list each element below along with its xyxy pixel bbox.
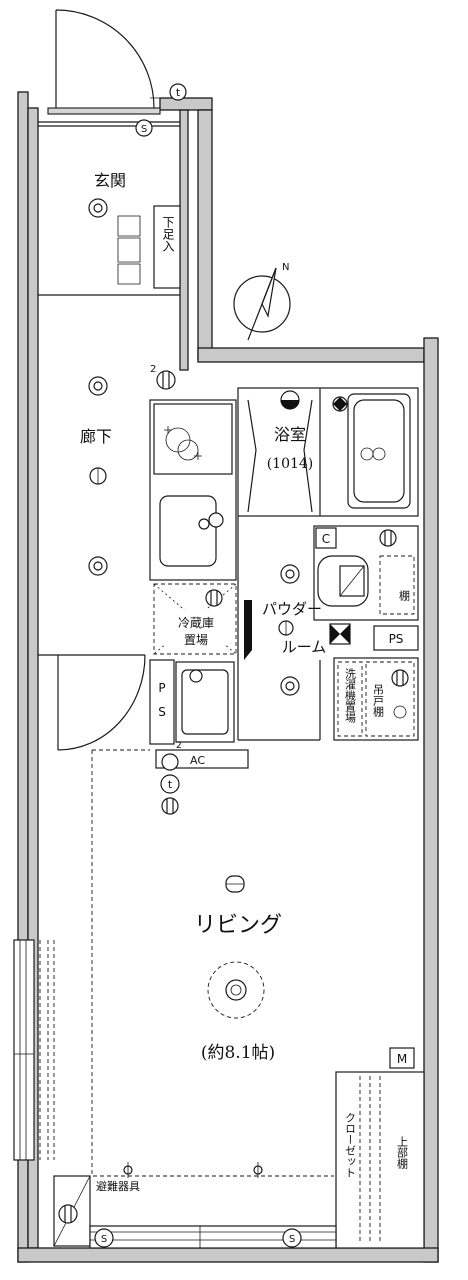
sliding-door-icon	[244, 600, 252, 660]
wash-basin	[175, 661, 235, 743]
living-door	[38, 654, 146, 751]
room-label-powder-1: パウダー	[262, 600, 322, 618]
breaker-box-icon	[329, 623, 351, 645]
svg-text:置場: 置場	[184, 633, 208, 647]
switch-bottom-right: S	[282, 1228, 302, 1248]
svg-text:2: 2	[176, 741, 182, 751]
ceiling-light-icon	[88, 376, 108, 396]
svg-text:S: S	[101, 1234, 107, 1245]
svg-text:2: 2	[150, 364, 156, 375]
svg-text:吊戸棚: 吊戸棚	[372, 684, 385, 718]
ps-shaft-left: P S PS	[0, 0, 175, 745]
switch-bottom-left: S	[94, 1228, 114, 1248]
svg-text:クローゼット: クローゼット	[344, 1112, 357, 1178]
svg-text:N: N	[282, 262, 289, 273]
ceiling-light-icon	[280, 676, 300, 696]
downlight-icon	[225, 875, 245, 893]
svg-text:冷蔵庫: 冷蔵庫	[178, 616, 214, 630]
svg-text:下足入: 下足入	[161, 216, 175, 252]
washer-space: 洗濯機置場 吊戸棚	[333, 657, 419, 741]
toilet-shelf: 棚	[379, 555, 415, 615]
sink-icon	[159, 495, 224, 567]
svg-text:S: S	[141, 124, 147, 135]
walls	[17, 91, 439, 1263]
svg-text:t: t	[176, 86, 181, 99]
svg-text:S: S	[158, 705, 166, 719]
ceiling-light-icon	[88, 556, 108, 576]
north-arrow-icon: N	[233, 262, 291, 341]
room-label-hallway: 廊下	[80, 427, 112, 446]
ac-unit: 2 AC	[155, 741, 249, 771]
svg-text:C: C	[322, 532, 330, 546]
svg-text:P: P	[158, 681, 165, 695]
meter-box: M	[389, 1047, 415, 1069]
fridge-space: 冷蔵庫 置場	[153, 583, 237, 655]
downlight-icon	[89, 467, 107, 485]
ceiling-light-icon	[207, 961, 265, 1019]
svg-text:AC: AC	[190, 754, 205, 767]
ceiling-light-icon	[280, 564, 300, 584]
c-label: C	[315, 527, 337, 549]
living-size: (約8.1帖)	[201, 1043, 275, 1063]
ceiling-light-icon	[88, 198, 108, 218]
closet: クローゼット 上部棚	[335, 1071, 425, 1249]
svg-text:上部棚: 上部棚	[396, 1136, 409, 1170]
switch-top: S	[135, 119, 153, 137]
svg-text:PS: PS	[389, 632, 404, 646]
room-label-powder-2: ルーム	[282, 638, 327, 656]
bathroom-walls	[237, 387, 419, 517]
tv-outlet-mid: t	[160, 774, 180, 815]
tv-outlet-top: t	[169, 83, 187, 101]
ps-shaft-right: PS	[373, 625, 419, 651]
outlet-hall: 2	[150, 364, 176, 390]
downlight-icon	[278, 620, 294, 636]
bathtub-icon	[347, 393, 411, 509]
svg-text:t: t	[168, 778, 173, 791]
room-label-bathroom: 浴室	[274, 425, 306, 444]
living-boundary	[91, 749, 334, 1177]
outlet-living	[123, 1162, 263, 1178]
svg-text:避難器具: 避難器具	[96, 1179, 140, 1193]
room-label-entrance: 玄関	[94, 171, 126, 190]
bath-light	[332, 396, 348, 412]
smoke-detector-icon	[280, 390, 300, 410]
svg-text:洗濯機置場: 洗濯機置場	[344, 668, 357, 724]
toilet-walls	[313, 525, 419, 621]
svg-text:S: S	[289, 1234, 295, 1245]
svg-text:M: M	[397, 1052, 407, 1066]
bathroom-size: (1014)	[267, 456, 314, 472]
svg-text:PS: PS	[0, 0, 2, 1]
room-label-living: リビング	[194, 913, 282, 938]
stove-icon	[164, 426, 202, 461]
evacuation-equipment: 避難器具	[53, 1175, 140, 1247]
entrance-door	[47, 9, 172, 115]
shoe-box: 下足入	[117, 205, 181, 289]
toilet-icon	[317, 529, 397, 607]
powder-room-walls	[237, 516, 321, 741]
bath-door	[247, 399, 313, 513]
window-left	[13, 939, 55, 1161]
svg-text:棚: 棚	[398, 589, 411, 602]
